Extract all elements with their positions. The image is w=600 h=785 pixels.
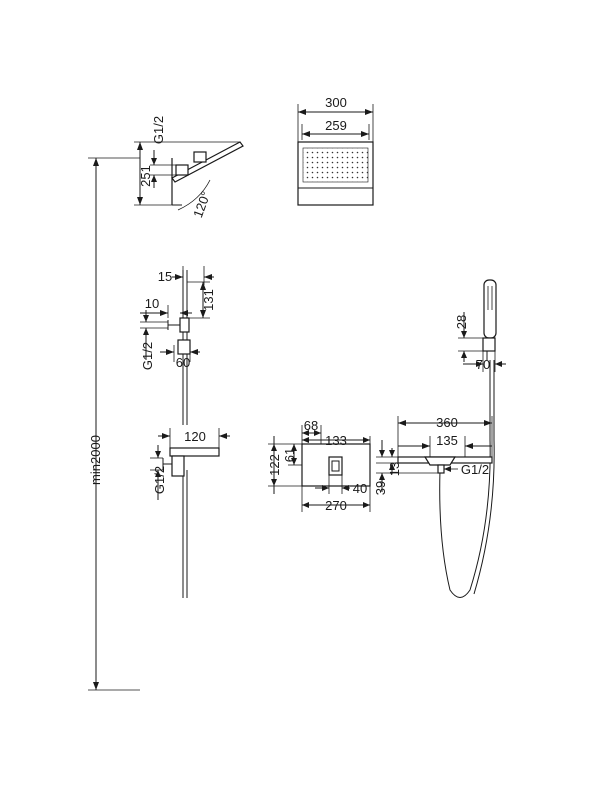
plate-dim-122-label: 122 xyxy=(267,454,282,476)
overhead-thread-label: G1/2 xyxy=(151,116,166,144)
hand-thread-label: G1/2 xyxy=(461,462,489,477)
overhead-angle-label: 120° xyxy=(190,189,213,219)
hand-dim-70-label: 70 xyxy=(476,357,490,372)
wall-plate-front-view: 68 133 122 61 40 270 xyxy=(267,418,371,513)
column-thread-label: G1/2 xyxy=(140,342,155,370)
column-dim-a-label: 15 xyxy=(158,269,172,284)
plate-dim-61-label: 61 xyxy=(282,448,297,462)
hand-dim-28-label: 28 xyxy=(454,315,469,329)
plate-dim-68-label: 68 xyxy=(304,418,318,433)
overhead-height-label: 251 xyxy=(138,165,153,187)
lower-valve-width-label: 120 xyxy=(184,429,206,444)
column-dim-b-label: 131 xyxy=(201,289,216,311)
hand-dim-135-label: 135 xyxy=(436,433,458,448)
overall-height-dimension: min2000 xyxy=(88,157,140,691)
overhead-shower-top-view: 300 259 xyxy=(297,95,374,206)
plate-dim-40-label: 40 xyxy=(353,481,367,496)
overhead-width-inner-label: 259 xyxy=(325,118,347,133)
column-dim-c-label: 10 xyxy=(145,296,159,311)
overall-height-label: min2000 xyxy=(88,435,103,485)
plate-dim-133-label: 133 xyxy=(325,433,347,448)
hand-dim-13-label: 13 xyxy=(387,462,402,476)
diverter-column-view: 15 131 10 G1/2 60 xyxy=(140,266,216,425)
column-dim-d-label: 60 xyxy=(176,355,190,370)
hand-dim-39-label: 39 xyxy=(373,481,388,495)
lower-valve-thread-label: G1/2 xyxy=(152,466,167,494)
overhead-shower-side-view: G1/2 251 120° xyxy=(134,116,244,220)
hand-shower-view: 28 70 360 135 39 13 xyxy=(373,279,506,598)
lower-valve-view: 120 G1/2 xyxy=(150,428,230,598)
overhead-width-outer-label: 300 xyxy=(325,95,347,110)
hand-dim-360-label: 360 xyxy=(436,415,458,430)
plate-dim-270-label: 270 xyxy=(325,498,347,513)
